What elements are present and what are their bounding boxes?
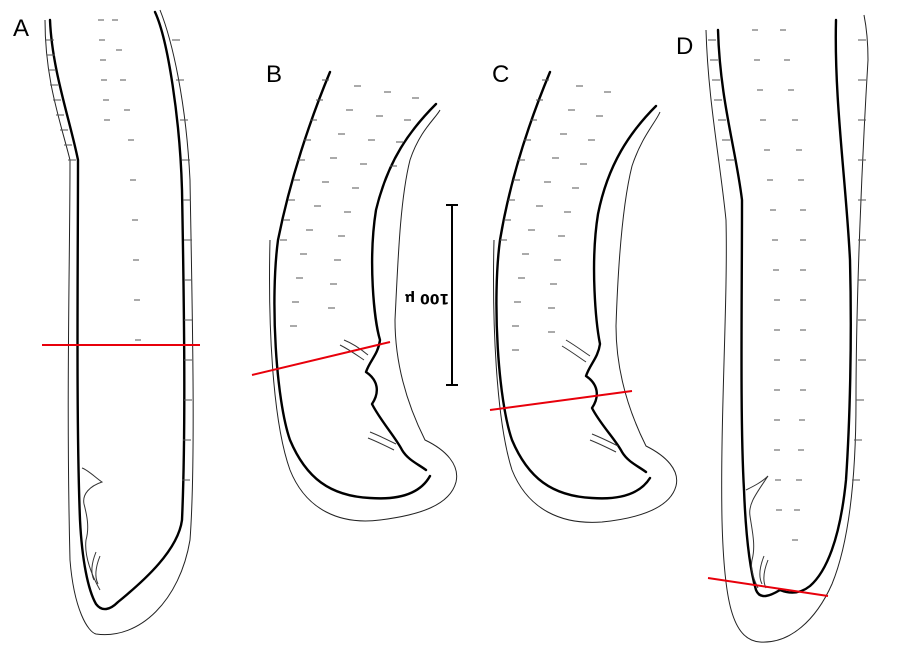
panel-c-fold-lower	[589, 433, 619, 453]
panel-a-inner-fold	[81, 467, 104, 591]
panel-b-outer-outline	[269, 109, 458, 522]
panel-b-fold-upper	[339, 339, 369, 361]
panel-c-section-line	[489, 390, 633, 411]
panel-a-inner-fold-2	[91, 551, 101, 585]
panel-b-section-line	[251, 341, 391, 376]
panel-d-inner-fold-2	[759, 555, 769, 589]
panel-b-hatch-2	[290, 85, 361, 327]
scale-bar: 100 μ	[405, 204, 458, 386]
scale-bar-label: 100 μ	[405, 290, 449, 306]
panel-d-hatch-center-2	[780, 29, 806, 541]
panel-b-fold-lower	[367, 431, 397, 451]
panel-b: B	[251, 61, 458, 522]
panel-c-hatch-1	[500, 79, 549, 241]
panel-d-hatch-center-1	[752, 29, 782, 511]
panel-d: D	[676, 14, 869, 643]
panel-c-fold-upper	[561, 339, 591, 363]
panel-a-left-wall	[48, 10, 186, 611]
panel-label-c: C	[492, 61, 509, 88]
panel-a-outer-outline	[44, 9, 194, 636]
panel-b-inner-wall	[364, 102, 438, 472]
panel-b-hatch-4	[390, 97, 419, 167]
panel-c-outer-wall	[495, 70, 652, 500]
panel-d-hatch-left	[708, 39, 734, 161]
panel-d-hatch-right	[852, 39, 866, 481]
panel-c-hatch-2	[512, 85, 583, 351]
panel-d-right-wall	[778, 18, 852, 594]
panel-d-section-line	[707, 577, 829, 597]
panel-a-hatch-center	[98, 19, 141, 341]
panel-label-d: D	[676, 33, 693, 60]
panel-c-inner-wall	[584, 104, 658, 474]
panel-b-hatch-3	[328, 91, 391, 309]
panel-label-a: A	[13, 15, 29, 42]
panel-c-hatch-3	[548, 91, 611, 333]
panel-b-hatch-1	[280, 79, 329, 241]
panel-d-outer-outline	[705, 14, 869, 643]
panel-d-inner-fold	[745, 475, 769, 589]
panel-label-b: B	[266, 61, 282, 88]
panel-b-outer-wall	[273, 70, 432, 500]
panel-c-outer-outline	[493, 111, 678, 523]
panel-a: A	[13, 9, 200, 636]
panel-a-hatch-left	[46, 39, 76, 161]
panel-a-hatch-right	[172, 39, 192, 481]
panel-d-left-wall	[716, 28, 782, 598]
panel-c: C	[489, 61, 678, 523]
